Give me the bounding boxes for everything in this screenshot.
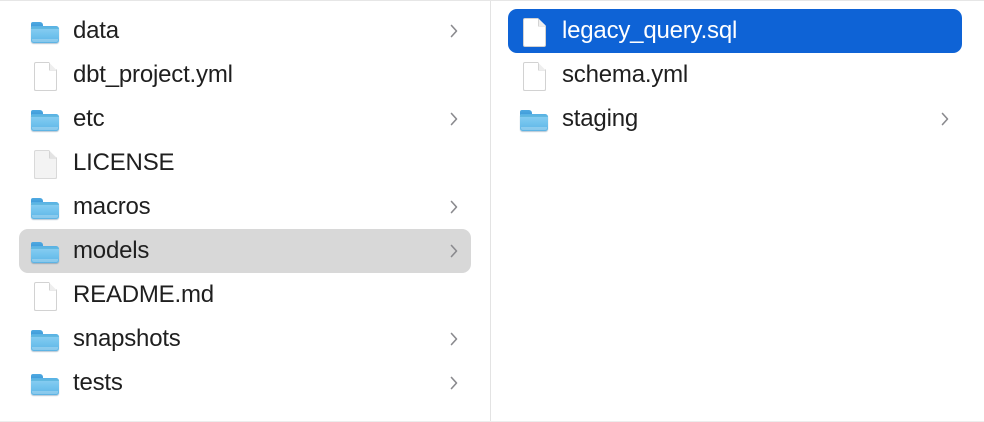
file-name-label: macros [73,193,151,220]
file-name-label: etc [73,105,105,132]
file-name-label: models [73,237,150,264]
folder-icon [519,102,549,136]
file-name-label: dbt_project.yml [73,61,233,88]
folder-icon [520,110,548,131]
folder-icon [30,14,60,48]
document-plain-icon [30,146,60,180]
file-row[interactable]: snapshots [19,317,471,361]
document-icon [519,14,549,48]
file-row[interactable]: models [19,229,471,273]
document-plain-icon [34,150,57,179]
file-row[interactable]: etc [19,97,471,141]
folder-icon [31,22,59,43]
chevron-right-icon[interactable] [447,329,461,349]
file-name-label: tests [73,369,123,396]
folder-icon [31,110,59,131]
chevron-right-icon[interactable] [447,241,461,261]
file-name-label: LICENSE [73,149,175,176]
file-row[interactable]: tests [19,361,471,405]
file-row[interactable]: staging [508,97,962,141]
document-icon [30,278,60,312]
folder-icon [30,190,60,224]
folder-icon [31,330,59,351]
file-row[interactable]: data [19,9,471,53]
file-row[interactable]: macros [19,185,471,229]
file-row[interactable]: LICENSE [19,141,471,185]
file-row[interactable]: schema.yml [508,53,962,97]
file-row[interactable]: dbt_project.yml [19,53,471,97]
file-name-label: schema.yml [562,61,689,88]
chevron-right-icon[interactable] [447,21,461,41]
child-column: legacy_query.sql schema.yml staging [491,1,984,421]
folder-icon [30,366,60,400]
chevron-right-icon[interactable] [938,109,952,129]
file-row[interactable]: legacy_query.sql [508,9,962,53]
file-name-label: legacy_query.sql [562,17,738,44]
folder-icon [31,242,59,263]
file-name-label: snapshots [73,325,181,352]
document-icon [30,58,60,92]
document-icon [34,62,57,91]
document-icon [523,62,546,91]
chevron-right-icon[interactable] [447,373,461,393]
folder-icon [30,322,60,356]
folder-icon [31,198,59,219]
file-name-label: staging [562,105,638,132]
file-row[interactable]: README.md [19,273,471,317]
document-icon [34,282,57,311]
folder-icon [30,234,60,268]
file-name-label: README.md [73,281,214,308]
document-icon [523,18,546,47]
document-icon [519,58,549,92]
file-name-label: data [73,17,119,44]
chevron-right-icon[interactable] [447,197,461,217]
folder-icon [30,102,60,136]
folder-icon [31,374,59,395]
chevron-right-icon[interactable] [447,109,461,129]
